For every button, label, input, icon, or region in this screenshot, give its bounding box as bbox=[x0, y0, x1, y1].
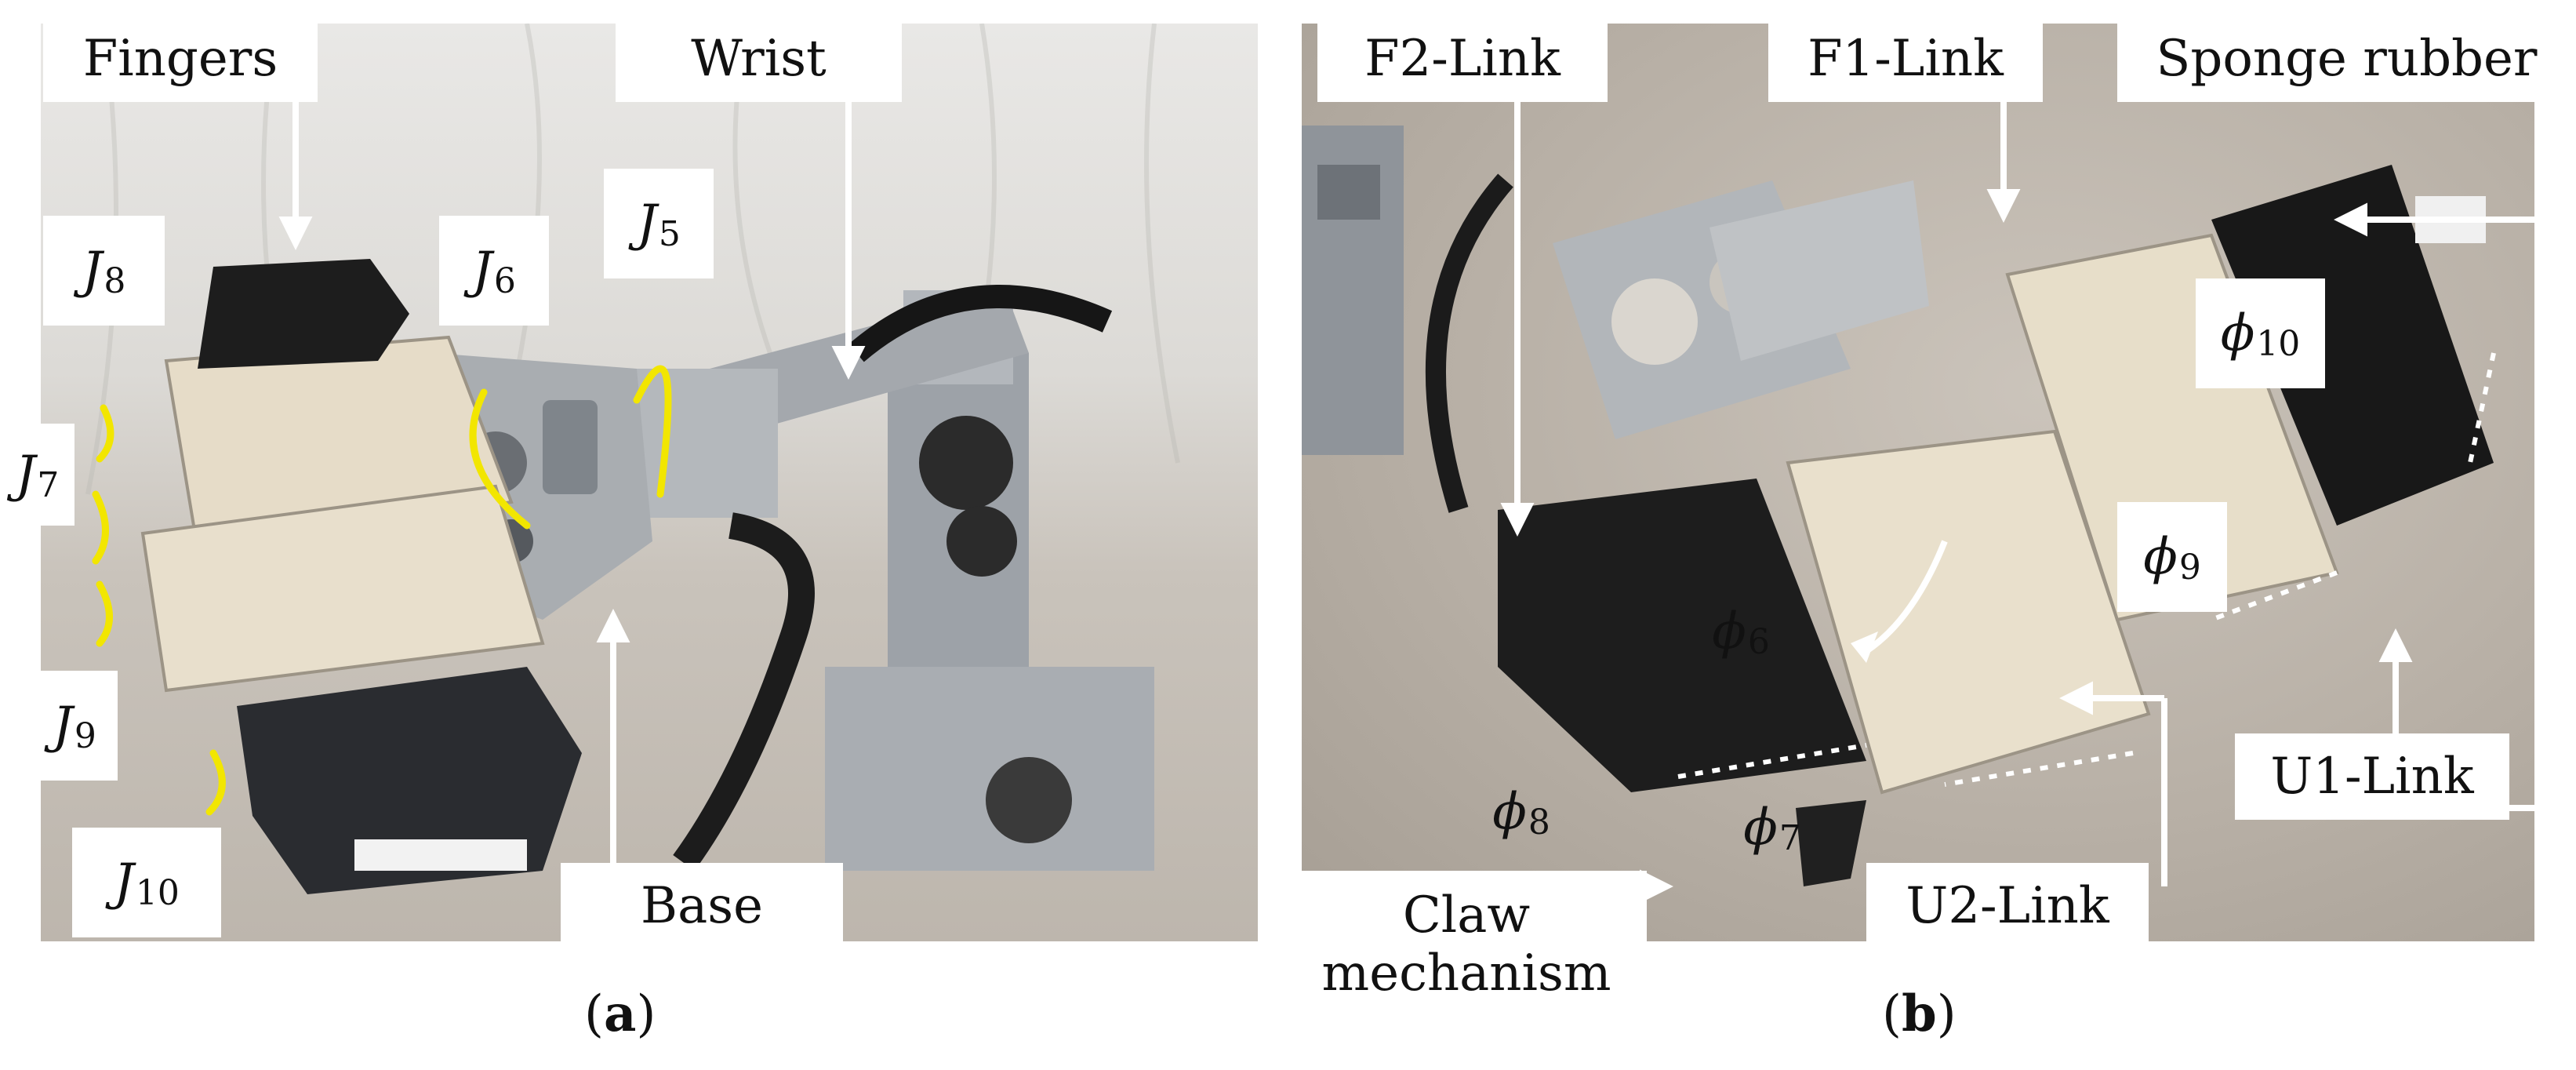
photo-panel-b bbox=[1302, 24, 2534, 941]
label-fingers: Fingers bbox=[43, 16, 318, 102]
label-u2-link: U2-Link bbox=[1866, 863, 2149, 949]
photo-panel-a bbox=[41, 24, 1258, 941]
label-sponge-rubber: Sponge rubber bbox=[2117, 16, 2576, 102]
label-claw-mechanism: Claw mechanism bbox=[1286, 871, 1647, 1020]
caption-b: (b) bbox=[1882, 984, 1957, 1043]
robot-hand-illustration-a bbox=[85, 24, 1180, 894]
label-wrist: Wrist bbox=[616, 16, 902, 102]
label-f1-link: F1-Link bbox=[1768, 16, 2043, 102]
label-base: Base bbox=[561, 863, 843, 949]
caption-a: (a) bbox=[584, 984, 656, 1043]
robot-hand-illustration-b bbox=[1302, 98, 2534, 904]
label-f2-link: F2-Link bbox=[1317, 16, 1608, 102]
label-u1-link: U1-Link bbox=[2235, 733, 2509, 820]
